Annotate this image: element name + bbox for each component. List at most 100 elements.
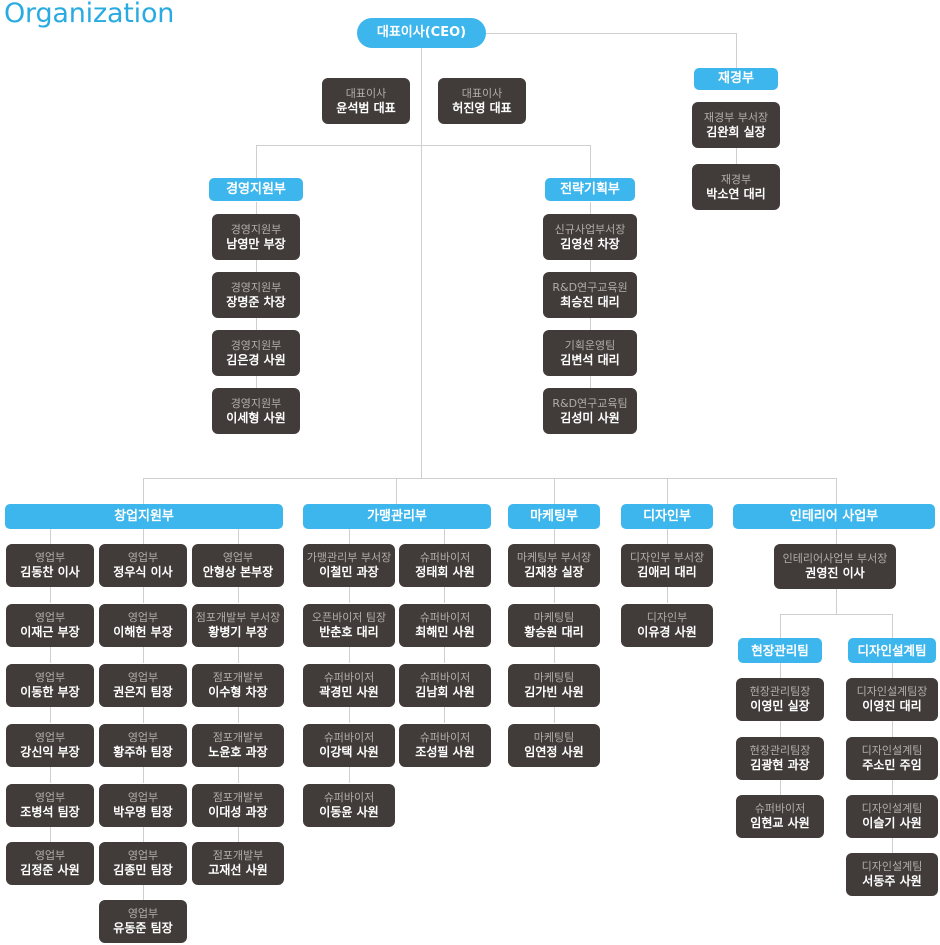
node-franchise-c0-0[interactable]: 가맹관리부 부서장 이철민 과장 [303, 544, 395, 587]
connector-chain [50, 647, 51, 663]
node-startup-c1-2[interactable]: 영업부 권은지 팀장 [99, 664, 187, 707]
dept-header-startup-support[interactable]: 창업지원부 [5, 504, 283, 529]
connector-strategic-chain-4 [590, 376, 591, 393]
node-person: 정우식 이사 [113, 565, 173, 579]
connector-strategic-down [590, 145, 591, 178]
node-interior-t1-1[interactable]: 디자인설계팀 주소민 주임 [846, 737, 938, 780]
node-design-0[interactable]: 디자인부 부서장 김애리 대리 [621, 544, 713, 587]
connector-chain [238, 827, 239, 843]
dept-header-strategic-planning[interactable]: 전략기획부 [545, 178, 635, 201]
node-franchise-c0-2[interactable]: 슈퍼바이저 곽경민 사원 [303, 664, 395, 707]
node-strategic-3[interactable]: R&D연구교육팀 김성미 사원 [543, 388, 637, 434]
dept-header-interior[interactable]: 인테리어 사업부 [733, 504, 935, 529]
connector-chain [444, 707, 445, 723]
node-person: 이해헌 부장 [113, 625, 173, 639]
node-person: 황주하 팀장 [113, 745, 173, 759]
dept-header-marketing[interactable]: 마케팅부 [508, 504, 600, 529]
node-dept: 슈퍼바이저 [419, 551, 471, 564]
node-dept: 영업부 [127, 611, 159, 624]
connector-interior-lead-down [836, 589, 837, 614]
node-startup-c0-1[interactable]: 영업부 이재근 부장 [6, 604, 94, 647]
node-marketing-2[interactable]: 마케팅팀 김가빈 사원 [508, 664, 600, 707]
node-startup-c1-0[interactable]: 영업부 정우식 이사 [99, 544, 187, 587]
node-startup-c2-1[interactable]: 점포개발부 부서장 황병기 부장 [192, 604, 284, 647]
node-finance-0[interactable]: 재경부 부서장 김완희 실장 [692, 102, 780, 148]
connector-chain [780, 721, 781, 737]
node-franchise-c1-3[interactable]: 슈퍼바이저 조성필 사원 [399, 724, 491, 767]
node-dept: 슈퍼바이저 [323, 731, 375, 744]
node-dept: 슈퍼바이저 [323, 791, 375, 804]
node-franchise-c0-4[interactable]: 슈퍼바이저 이동윤 사원 [303, 784, 395, 827]
node-mgmt-2[interactable]: 경영지원부 김은경 사원 [212, 330, 300, 376]
node-person: 유동준 팀장 [113, 921, 173, 935]
node-franchise-c0-1[interactable]: 오픈바이저 팀장 반춘호 대리 [303, 604, 395, 647]
node-dept: 현장관리팀장 [749, 685, 811, 698]
node-startup-c2-0[interactable]: 영업부 안형상 본부장 [192, 544, 284, 587]
node-marketing-3[interactable]: 마케팅팀 임연정 사원 [508, 724, 600, 767]
connector-chain [349, 767, 350, 783]
dept-header-management-support[interactable]: 경영지원부 [209, 178, 303, 201]
node-ceo[interactable]: 대표이사(CEO) [357, 18, 486, 48]
connector-interior-team2-chain [892, 663, 893, 679]
node-person: 반춘호 대리 [319, 625, 379, 639]
node-executive-0[interactable]: 대표이사 윤석범 대표 [322, 78, 410, 124]
node-interior-t0-2[interactable]: 슈퍼바이저 임현교 사원 [736, 795, 824, 838]
node-interior-lead[interactable]: 인테리어사업부 부서장 권영진 이사 [774, 544, 896, 589]
team-header-label: 현장관리팀 [751, 643, 809, 658]
node-strategic-1[interactable]: R&D연구교육원 최승진 대리 [543, 272, 637, 318]
node-mgmt-1[interactable]: 경영지원부 장명준 차장 [212, 272, 300, 318]
node-startup-c2-2[interactable]: 점포개발부 이수형 차장 [192, 664, 284, 707]
node-startup-c1-1[interactable]: 영업부 이해헌 부장 [99, 604, 187, 647]
dept-header-label: 전략기획부 [560, 181, 620, 197]
node-interior-t0-1[interactable]: 현장관리팀장 김광현 과장 [736, 737, 824, 780]
node-startup-c0-4[interactable]: 영업부 조병석 팀장 [6, 784, 94, 827]
dept-header-franchise-management[interactable]: 가맹관리부 [303, 504, 491, 529]
node-startup-c0-3[interactable]: 영업부 강신익 부장 [6, 724, 94, 767]
node-startup-c1-6[interactable]: 영업부 유동준 팀장 [99, 900, 187, 943]
node-marketing-1[interactable]: 마케팅팀 황승원 대리 [508, 604, 600, 647]
node-person: 김영선 차장 [560, 236, 620, 251]
node-person: 임연정 사원 [524, 745, 584, 759]
dept-header-finance[interactable]: 재경부 [694, 68, 778, 90]
connector-chain [892, 779, 893, 795]
node-interior-t1-2[interactable]: 디자인설계팀 이슬기 사원 [846, 795, 938, 838]
node-startup-c0-2[interactable]: 영업부 이동한 부장 [6, 664, 94, 707]
team-header-design-planning[interactable]: 디자인설계팀 [848, 638, 936, 663]
node-interior-t0-0[interactable]: 현장관리팀장 이영민 실장 [736, 678, 824, 721]
node-person: 이재근 부장 [20, 625, 80, 639]
dept-header-design[interactable]: 디자인부 [621, 504, 713, 529]
node-person: 권영진 이사 [805, 566, 865, 580]
dept-header-label: 디자인부 [643, 508, 691, 524]
node-startup-c2-5[interactable]: 점포개발부 고재선 사원 [192, 842, 284, 885]
node-design-1[interactable]: 디자인부 이유경 사원 [621, 604, 713, 647]
dept-header-label: 창업지원부 [114, 508, 174, 524]
node-interior-t1-3[interactable]: 디자인설계팀 서동주 사원 [846, 853, 938, 896]
node-person: 황승원 대리 [524, 625, 584, 639]
node-franchise-c1-0[interactable]: 슈퍼바이저 정태회 사원 [399, 544, 491, 587]
node-executive-1[interactable]: 대표이사 허진영 대표 [438, 78, 526, 124]
node-franchise-c0-3[interactable]: 슈퍼바이저 이강택 사원 [303, 724, 395, 767]
node-startup-c1-4[interactable]: 영업부 박우명 팀장 [99, 784, 187, 827]
node-startup-c1-3[interactable]: 영업부 황주하 팀장 [99, 724, 187, 767]
node-strategic-0[interactable]: 신규사업부서장 김영선 차장 [543, 214, 637, 260]
node-dept: 인테리어사업부 부서장 [782, 552, 888, 565]
node-startup-c1-5[interactable]: 영업부 김종민 팀장 [99, 842, 187, 885]
node-startup-c0-0[interactable]: 영업부 김동찬 이사 [6, 544, 94, 587]
node-person: 김동찬 이사 [20, 565, 80, 579]
node-person: 곽경민 사원 [319, 685, 379, 699]
node-startup-c2-3[interactable]: 점포개발부 노윤호 과장 [192, 724, 284, 767]
node-startup-c2-4[interactable]: 점포개발부 이대성 과장 [192, 784, 284, 827]
node-person: 조성필 사원 [415, 745, 475, 759]
connector-chain [349, 587, 350, 603]
team-header-site-management[interactable]: 현장관리팀 [738, 638, 822, 663]
node-marketing-0[interactable]: 마케팅부 부서장 김재창 실장 [508, 544, 600, 587]
node-finance-1[interactable]: 재경부 박소연 대리 [692, 164, 780, 210]
node-franchise-c1-1[interactable]: 슈퍼바이저 최해민 사원 [399, 604, 491, 647]
node-mgmt-0[interactable]: 경영지원부 남영만 부장 [212, 214, 300, 260]
node-startup-c0-5[interactable]: 영업부 김정준 사원 [6, 842, 94, 885]
node-strategic-2[interactable]: 기획운영팀 김변석 대리 [543, 330, 637, 376]
connector-ceo-to-finance [421, 33, 736, 34]
node-interior-t1-0[interactable]: 디자인설계팀장 이영진 대리 [846, 678, 938, 721]
node-mgmt-3[interactable]: 경영지원부 이세형 사원 [212, 388, 300, 434]
node-franchise-c1-2[interactable]: 슈퍼바이저 김남회 사원 [399, 664, 491, 707]
